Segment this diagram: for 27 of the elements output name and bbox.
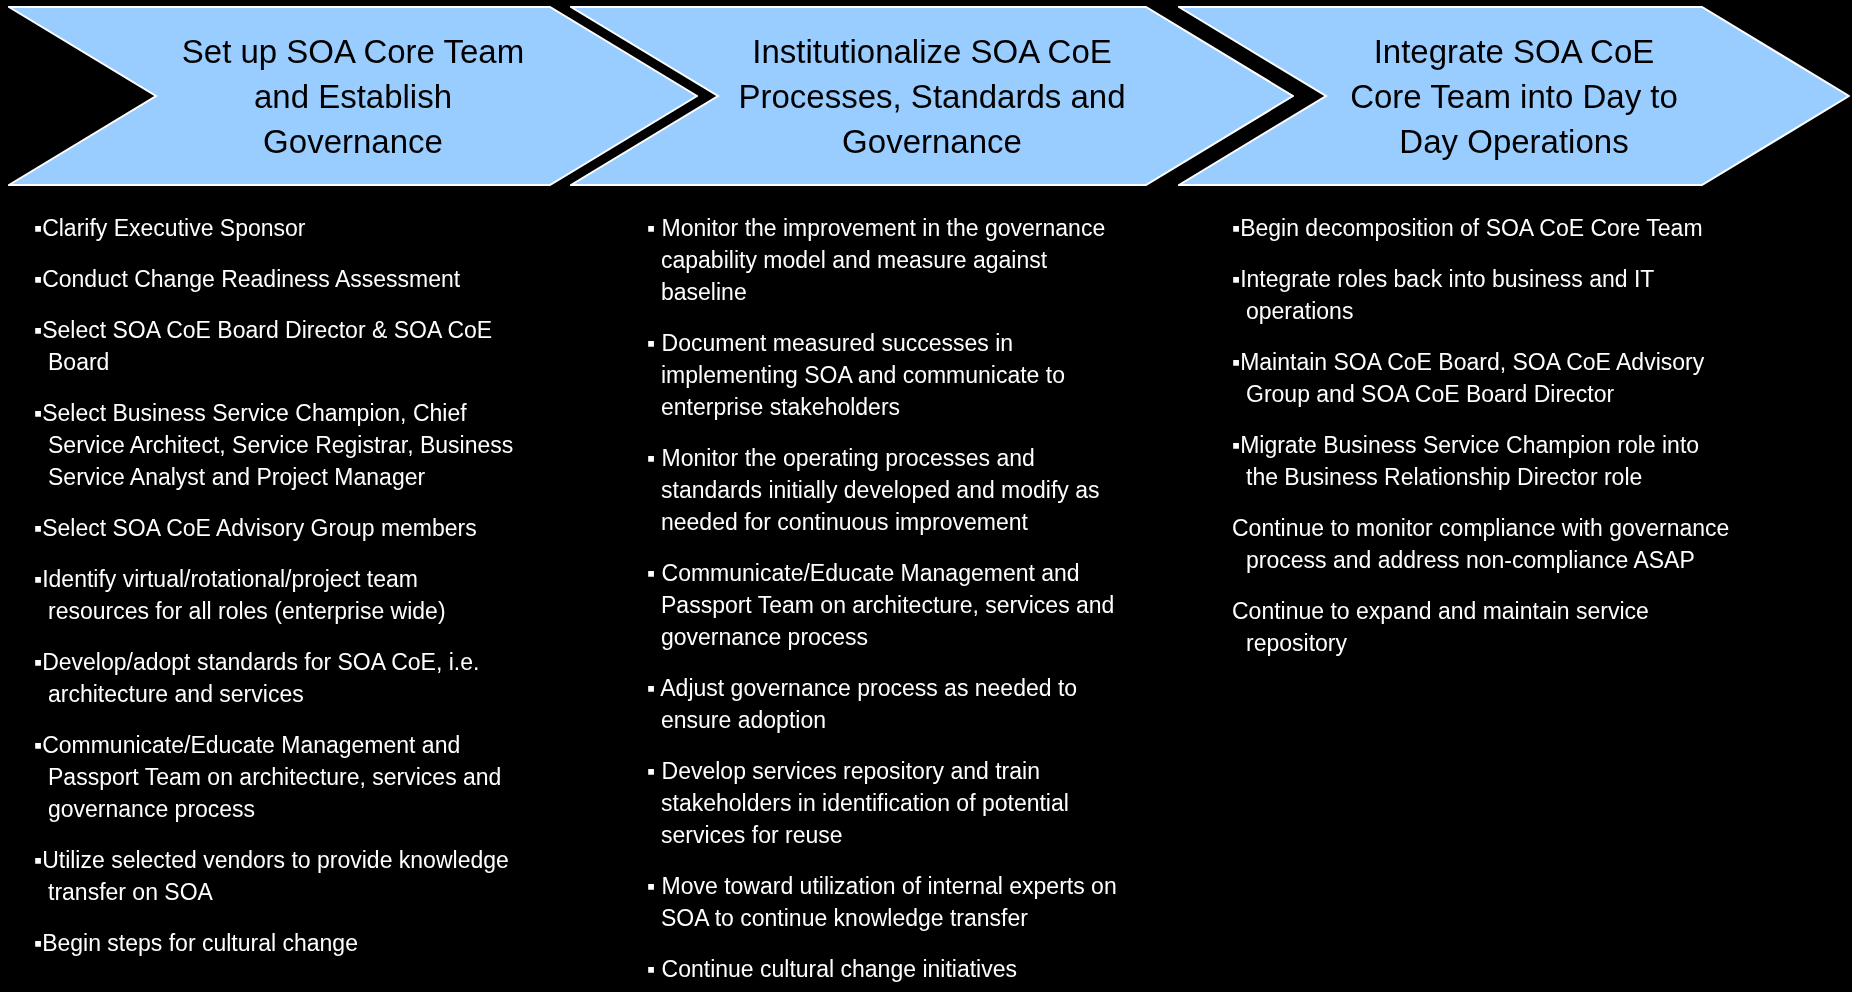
bullet-item: ▪Identify virtual/rotational/project team resources for all roles (enterprise wide) [34,565,447,626]
bullet-item: ▪ Continue cultural change initiatives [647,955,1018,984]
bullet-item: ▪ Document measured successes in implementing SOA and communicate to enterprise stakeholders [647,329,1066,422]
bullet-item: ▪Conduct Change Readiness Assessment [34,265,462,294]
bullet-item: ▪ Communicate/Educate Management and Passport Team on architecture, services and governance process [647,559,1116,652]
bullet-item: ▪Maintain SOA CoE Board, SOA CoE Advisory Group and SOA CoE Board Director [1232,348,1706,409]
bullet-item: ▪ Monitor the operating processes and standards initially developed and modify as needed for continuous improvement [647,444,1101,537]
bullet-item: ▪Migrate Business Service Champion role into the Business Relationship Director role [1232,431,1701,492]
bullet-item: ▪Communicate/Educate Management and Passport Team on architecture, services and governance process [34,731,503,824]
bullet-item: ▪Select Business Service Champion, Chief Service Architect, Service Registrar, Business Service Analyst and Project Manager [34,399,515,492]
bullet-item: ▪Clarify Executive Sponsor [34,214,307,243]
bullet-item: ▪Begin steps for cultural change [34,929,359,958]
bullet-item: ▪Integrate roles back into business and IT operations [1232,265,1655,326]
bullet-item: ▪Select SOA CoE Advisory Group members [34,514,478,543]
bullet-item: ▪ Develop services repository and train stakeholders in identification of potential services for reuse [647,757,1070,850]
phase-title: Set up SOA Core Team and Establish Governance [180,31,526,162]
bullet-item: ▪ Move toward utilization of internal experts on SOA to continue knowledge transfer [647,872,1117,933]
bullet-item: ▪Select SOA CoE Board Director & SOA CoE Board [34,316,494,377]
phase-title: Institutionalize SOA CoE Processes, Standards and Governance [737,31,1127,162]
bullet-item: Continue to monitor compliance with governance process and address non-compliance ASAP [1232,514,1731,575]
bullet-item: Continue to expand and maintain service repository [1232,597,1650,658]
bullet-item: ▪ Adjust governance process as needed to ensure adoption [647,674,1079,735]
bullet-item: ▪Begin decomposition of SOA CoE Core Team [1232,214,1704,243]
bullet-item: ▪Utilize selected vendors to provide knowledge transfer on SOA [34,846,510,907]
bullet-item: ▪Develop/adopt standards for SOA CoE, i.e. architecture and services [34,648,481,709]
bullet-item: ▪ Monitor the improvement in the governance capability model and measure against baseline [647,214,1107,307]
phase-title: Integrate SOA CoE Core Team into Day to Day Operations [1349,31,1679,162]
